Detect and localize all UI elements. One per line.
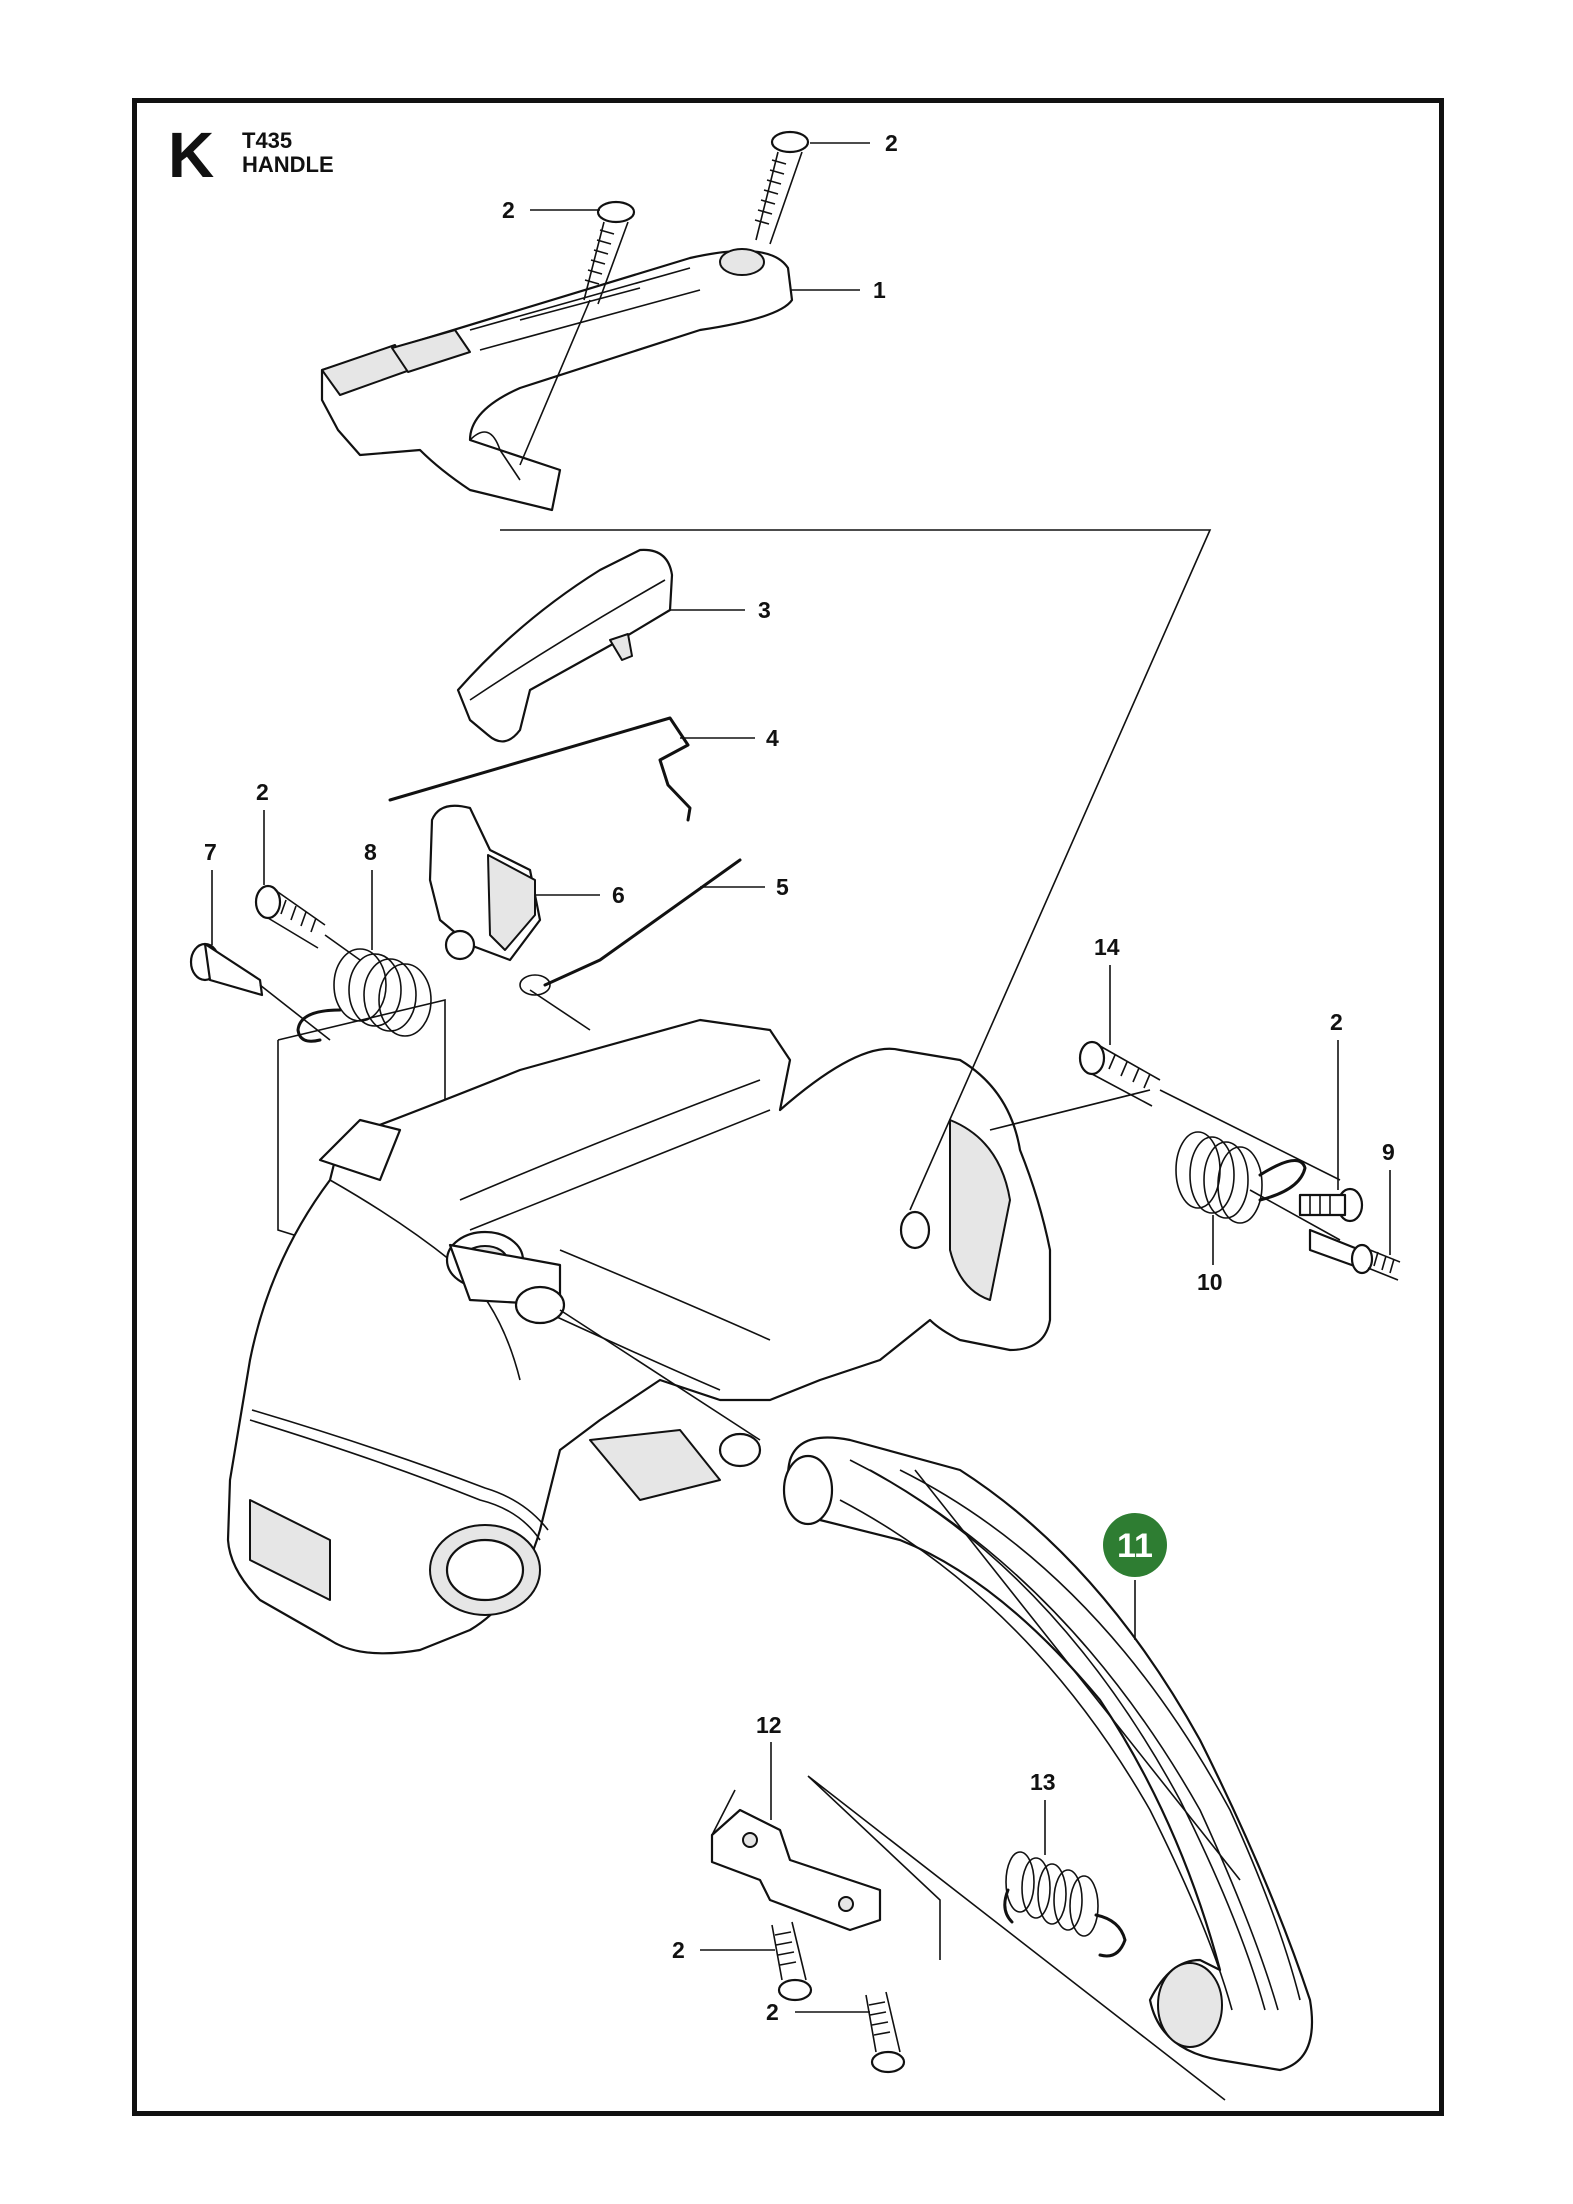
- callout-7: 7: [204, 839, 217, 865]
- part-main-handle-housing: [226, 1018, 1052, 1655]
- screw-top-right: [754, 130, 810, 245]
- callout-14: 14: [1094, 934, 1120, 960]
- section-letter: K: [168, 119, 215, 191]
- screw-spring-mount: [254, 884, 361, 961]
- callout-9: 9: [1382, 1139, 1395, 1165]
- assembly-guide-box-bottom: [807, 1775, 1226, 2101]
- highlight-callout-11: 11: [1103, 1513, 1167, 1640]
- callout-2-left: 2: [256, 779, 269, 805]
- part-trigger-spring: [519, 858, 742, 1031]
- part-front-handle-bar: [782, 1436, 1314, 2072]
- callout-2-bottom: 2: [766, 1999, 779, 2025]
- callout-3: 3: [758, 597, 771, 623]
- model-number: T435: [242, 128, 293, 153]
- diagram-frame: [132, 98, 1444, 2116]
- screw-bracket-left: [771, 1921, 813, 2002]
- screw-top-left: [519, 200, 636, 466]
- part-extension-spring: [1003, 1851, 1127, 1958]
- callout-12: 12: [756, 1712, 782, 1738]
- screw-bracket-right: [865, 1991, 906, 2074]
- callout-5: 5: [776, 874, 789, 900]
- highlight-label-11: 11: [1117, 1527, 1153, 1565]
- callout-1: 1: [873, 277, 886, 303]
- callout-2-right: 2: [1330, 1009, 1343, 1035]
- callout-6: 6: [612, 882, 625, 908]
- part-torsion-spring-left: [296, 948, 432, 1043]
- callout-10: 10: [1197, 1269, 1223, 1295]
- callout-2-top-right: 2: [885, 130, 898, 156]
- part-top-handle-cover: [320, 248, 794, 512]
- callout-2-top-left: 2: [502, 197, 515, 223]
- callout-13: 13: [1030, 1769, 1056, 1795]
- part-torsion-spring-right: [1175, 1131, 1341, 1241]
- part-pivot-pin-right: [1308, 1228, 1401, 1281]
- callout-2-bottom-left: 2: [672, 1937, 685, 1963]
- part-throttle-lockout: [456, 548, 674, 743]
- part-throttle-trigger: [428, 804, 542, 962]
- assembly-leader-right: [989, 1089, 1151, 1131]
- section-title: HANDLE: [242, 152, 334, 177]
- screw-right-small: [1298, 1187, 1364, 1223]
- callout-8: 8: [364, 839, 377, 865]
- assembly-leader-cover: [500, 529, 1212, 1211]
- callout-group: 2 2 1 3 4 2 7 8 6 5 14 2 9 10 12 13 2: [204, 130, 1395, 2025]
- part-throttle-rod: [388, 716, 692, 822]
- callout-4: 4: [766, 725, 779, 751]
- part-pivot-pin: [189, 942, 331, 1041]
- part-mounting-bracket: [710, 1789, 882, 1932]
- screw-right-mount: [1078, 1040, 1341, 1181]
